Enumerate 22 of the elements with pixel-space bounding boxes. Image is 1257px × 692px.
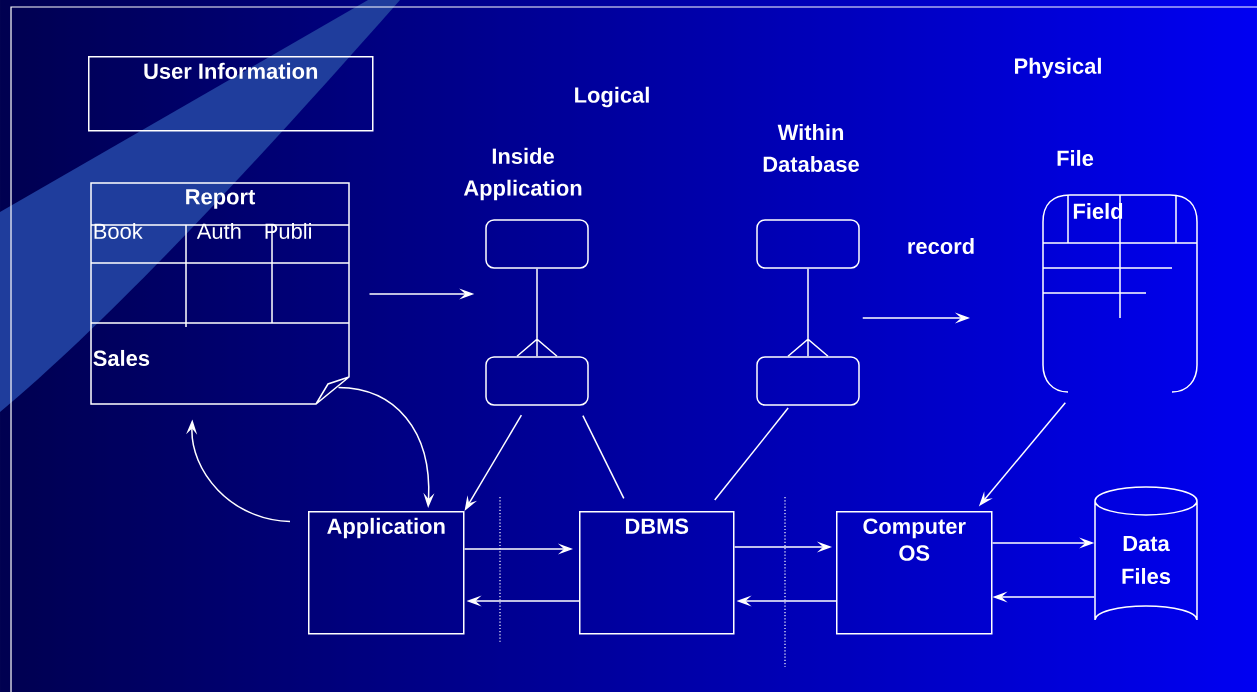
- section-heading: Logical: [575, 86, 649, 108]
- crow-foot-line: [516, 268, 558, 357]
- crow-foot-line: [787, 268, 829, 357]
- column-header: Book: [94, 222, 143, 240]
- entity-box: [756, 219, 860, 269]
- connector-line: [714, 407, 789, 501]
- entity-box: [756, 356, 860, 406]
- section-heading: Physical: [1015, 57, 1101, 79]
- process-box: Computer OS: [836, 511, 993, 635]
- report-title: Report: [186, 189, 256, 209]
- row-label: Sales: [93, 349, 150, 367]
- process-box: Application: [308, 511, 465, 635]
- connector-line: [582, 414, 625, 500]
- column-heading: Within Database: [763, 124, 859, 172]
- entity-box: [485, 219, 589, 269]
- file-heading: File: [1057, 149, 1094, 167]
- entity-box: [485, 356, 589, 406]
- annotation: record: [908, 237, 974, 255]
- column-header: Auth: [196, 222, 241, 240]
- info-box: User Information: [88, 56, 374, 132]
- process-box: DBMS: [579, 511, 735, 635]
- data-cylinder: Data Files: [1094, 486, 1198, 621]
